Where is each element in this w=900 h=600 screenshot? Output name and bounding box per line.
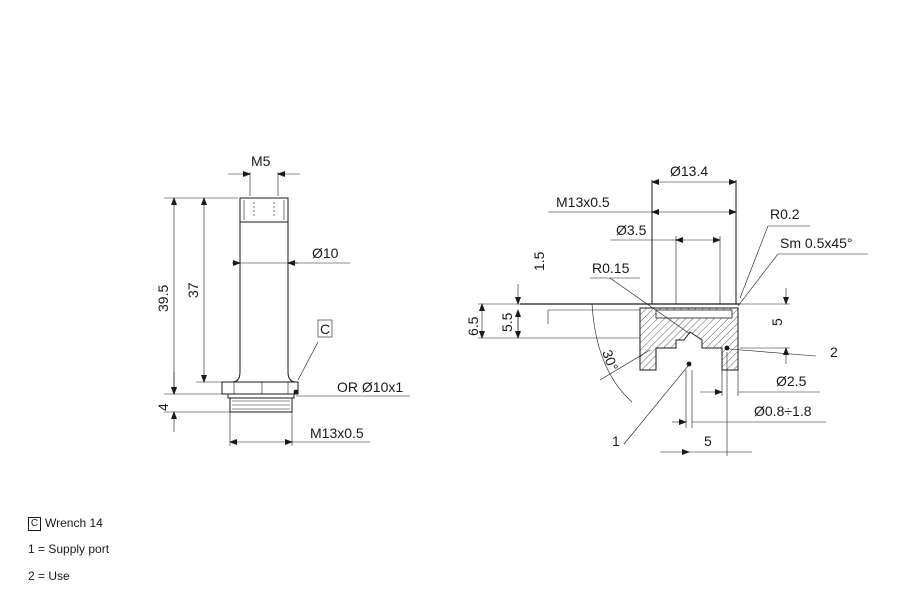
left-view: M5 Ø10 39.5 37 4 bbox=[155, 153, 410, 446]
dim-d3-5: Ø3.5 bbox=[610, 222, 721, 243]
dim-d10-label: Ø10 bbox=[312, 245, 339, 261]
dim-5-right: 5 bbox=[740, 288, 790, 364]
dim-1-5: 1.5 bbox=[515, 251, 547, 330]
dim-6-5: 6.5 bbox=[465, 303, 520, 339]
dim-d10: Ø10 bbox=[232, 245, 350, 266]
dim-5-bottom: 5 bbox=[660, 352, 752, 456]
dim-5-5-label: 5.5 bbox=[499, 312, 515, 332]
legend-wrench-text: Wrench 14 bbox=[45, 516, 103, 530]
dim-chamfer-label: Sm 0.5x45° bbox=[780, 235, 853, 251]
hex-nut bbox=[221, 381, 299, 413]
dim-hole-range-label: Ø0.8÷1.8 bbox=[754, 403, 812, 419]
dim-m13-right-label: M13x0.5 bbox=[556, 194, 610, 210]
dim-hole-range: Ø0.8÷1.8 bbox=[672, 370, 826, 428]
dim-4-label: 4 bbox=[155, 403, 171, 411]
legend-supply: 1 = Supply port bbox=[28, 542, 110, 556]
legend-use: 2 = Use bbox=[28, 569, 70, 583]
dim-6-5-label: 6.5 bbox=[465, 316, 481, 336]
callout-c: C bbox=[297, 319, 333, 381]
dim-r0-2: R0.2 bbox=[739, 206, 810, 299]
legend-wrench: C Wrench 14 bbox=[28, 516, 103, 531]
dim-r0-15: R0.15 bbox=[590, 260, 691, 335]
top-thread bbox=[239, 197, 289, 223]
dim-m5: M5 bbox=[228, 153, 300, 196]
dim-d13-4: Ø13.4 bbox=[651, 163, 737, 185]
dim-37: 37 bbox=[185, 197, 222, 383]
dim-5-5: 5.5 bbox=[499, 309, 549, 339]
dim-37-label: 37 bbox=[185, 282, 201, 298]
legend-c-box: C bbox=[28, 516, 41, 531]
dim-r0-2-label: R0.2 bbox=[770, 206, 800, 222]
callout-2: 2 bbox=[728, 344, 838, 360]
dim-4: 4 bbox=[155, 372, 230, 432]
callout-1-label: 1 bbox=[612, 433, 620, 449]
dim-chamfer: Sm 0.5x45° bbox=[737, 235, 868, 307]
dim-5-bottom-label: 5 bbox=[704, 433, 712, 449]
callout-2-label: 2 bbox=[830, 344, 838, 360]
dim-m13-left-label: M13x0.5 bbox=[310, 425, 364, 441]
oring-label: OR Ø10x1 bbox=[337, 379, 403, 395]
body-shaft bbox=[231, 222, 297, 383]
dim-5-right-label: 5 bbox=[769, 318, 785, 326]
oring-dot bbox=[293, 389, 299, 395]
dim-39-5-label: 39.5 bbox=[155, 285, 171, 312]
dim-d3-5-label: Ø3.5 bbox=[616, 222, 647, 238]
dim-angle-label: 30° bbox=[599, 348, 621, 373]
callout-c-label: C bbox=[320, 321, 330, 337]
dim-m13-left: M13x0.5 bbox=[229, 412, 370, 446]
dim-1-5-label: 1.5 bbox=[531, 251, 547, 271]
callout-1: 1 bbox=[612, 365, 689, 449]
dim-d2-5: Ø2.5 bbox=[700, 370, 820, 396]
dim-d13-4-label: Ø13.4 bbox=[670, 163, 708, 179]
dim-d2-5-label: Ø2.5 bbox=[776, 373, 807, 389]
oring-callout: OR Ø10x1 bbox=[296, 379, 410, 397]
dim-m5-label: M5 bbox=[251, 153, 271, 169]
right-view: Ø13.4 M13x0.5 Ø3.5 R0.2 Sm 0.5x45° bbox=[465, 163, 868, 456]
cavity-section bbox=[520, 180, 740, 371]
dim-m13-right: M13x0.5 bbox=[548, 194, 737, 215]
dim-r0-15-label: R0.15 bbox=[592, 260, 630, 276]
dim-angle: 30° bbox=[591, 303, 651, 403]
